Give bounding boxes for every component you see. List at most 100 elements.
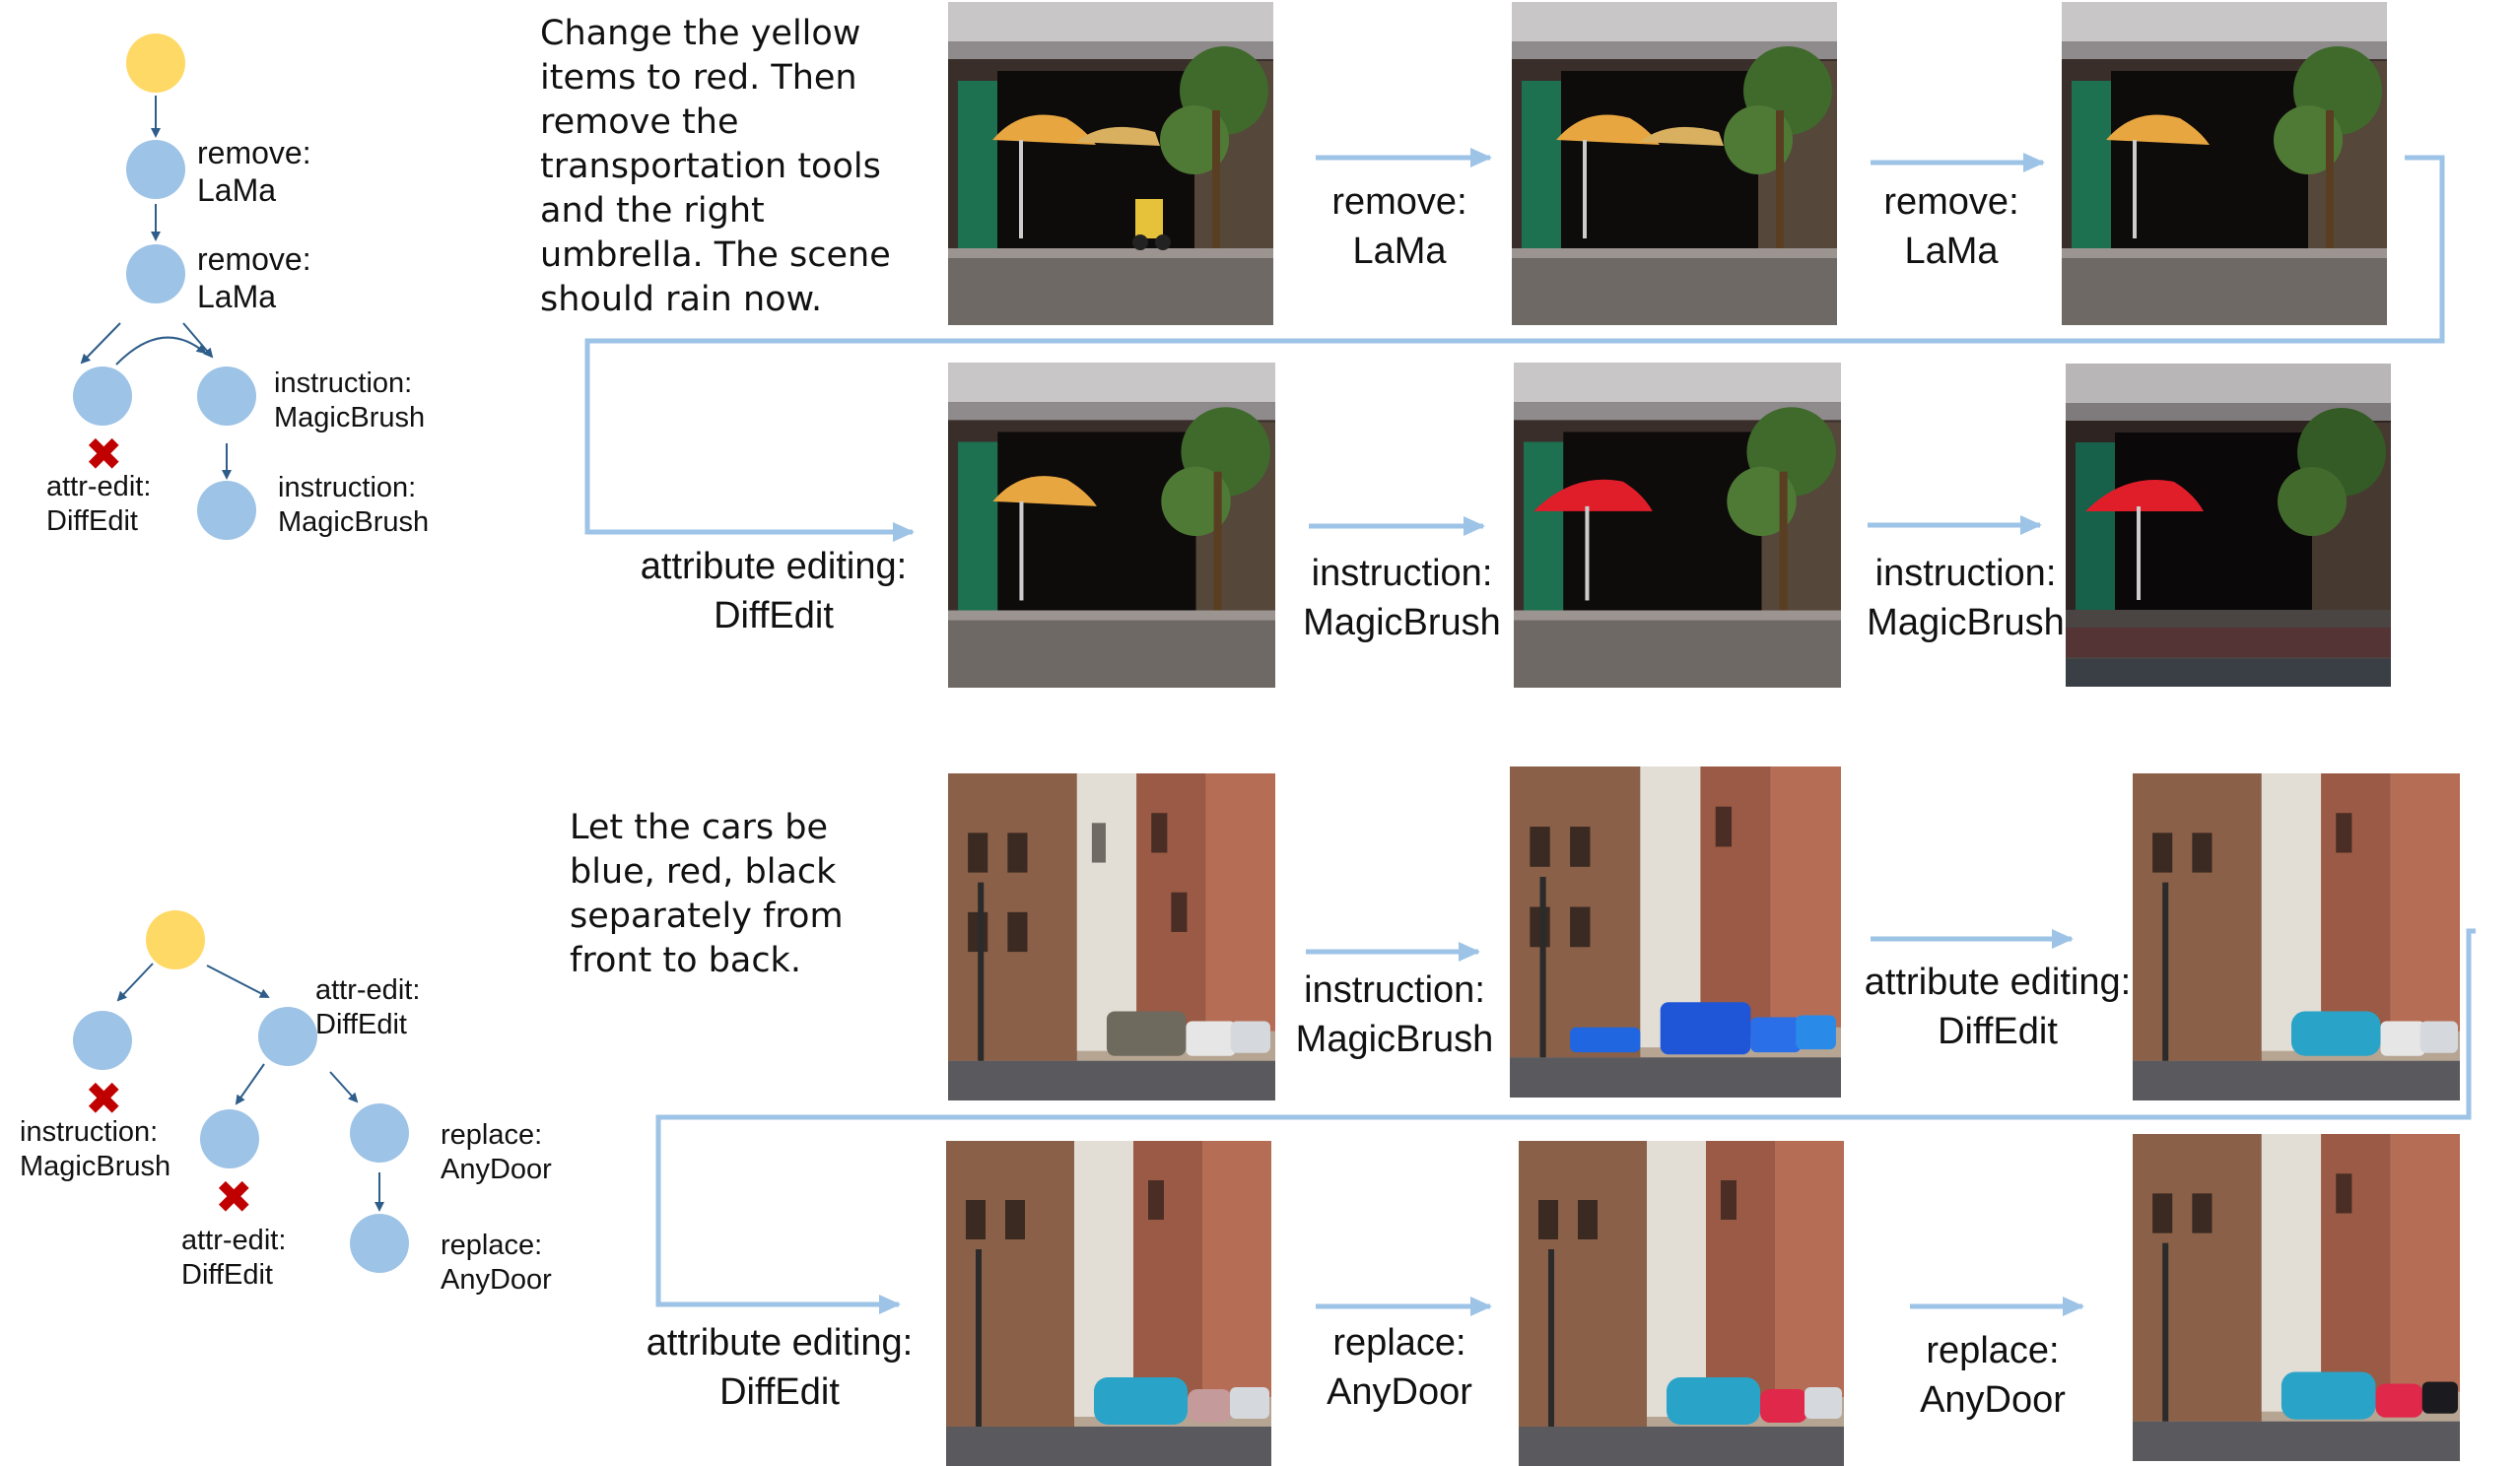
node-label-method: LaMa: [197, 279, 277, 315]
prompt-line: and the right: [540, 191, 765, 231]
tree-node: [258, 1007, 317, 1066]
node-label-method: MagicBrush: [274, 401, 426, 433]
step-label-method: DiffEdit: [714, 595, 834, 636]
ex2-step4-label: replace:AnyDoor: [1281, 1318, 1518, 1417]
tree-edge: [329, 1071, 359, 1103]
prompt-line: umbrella. The scene: [540, 235, 891, 275]
ex2-step1-label: instruction: MagicBrush: [1271, 966, 1518, 1064]
street-photo-graphic: [1512, 2, 1837, 325]
tree-edge: [182, 322, 214, 359]
ex1-image-step3: [948, 363, 1275, 688]
ex2-node1-label: attr-edit:DiffEdit: [315, 973, 420, 1042]
ex2-image-step3: [944, 1141, 1273, 1466]
ex2-image-step4: [1518, 1141, 1845, 1466]
ex2-image-step1: [1510, 766, 1841, 1098]
step-label-method: LaMa: [1904, 231, 1999, 272]
tree-node-failed: [73, 366, 132, 426]
fail-icon: ✖: [215, 1171, 253, 1223]
ex1-image-step5: [2066, 363, 2391, 688]
step-label-method: MagicBrush: [1303, 602, 1501, 643]
node-label-method: DiffEdit: [181, 1258, 273, 1291]
example2-tree: [73, 910, 409, 1273]
street-cars-photo-graphic: [1510, 766, 1841, 1098]
ex1-failed-node-label: attr-edit:DiffEdit: [46, 470, 151, 539]
ex1-prompt: Change the yellow items to red. Then rem…: [540, 12, 891, 322]
prompt-line: Change the yellow: [540, 14, 861, 53]
prompt-line: blue, red, black: [570, 852, 837, 892]
node-label-op: attr-edit:: [46, 471, 152, 502]
ex2-failed-mid-label: attr-edit:DiffEdit: [181, 1224, 286, 1293]
ex1-image-step1: [1510, 2, 1839, 325]
ex2-image-step2: [2133, 773, 2460, 1100]
step-label-method: DiffEdit: [719, 1371, 840, 1413]
tree-edge-curved: [115, 336, 207, 366]
step-label-op: replace:: [1926, 1330, 2060, 1371]
tree-node: [350, 1214, 409, 1273]
prompt-line: remove the: [540, 102, 739, 142]
node-label-op: instruction:: [274, 367, 413, 399]
street-cars-photo-graphic: [946, 1141, 1271, 1466]
tree-edge: [80, 322, 121, 365]
ex2-step5-label: replace: AnyDoor: [1874, 1326, 2111, 1425]
street-cars-photo-graphic: [2133, 773, 2460, 1100]
prompt-line: should rain now.: [540, 280, 823, 319]
node-label-method: DiffEdit: [315, 1008, 407, 1040]
ex1-node2-label: remove:LaMa: [197, 240, 311, 316]
example2-flow: [655, 928, 2476, 1316]
step-label-op: attribute editing:: [1864, 962, 2132, 1003]
flow-connector: [655, 928, 2476, 1314]
ex1-step3-label: attribute editing: DiffEdit: [611, 542, 936, 640]
node-label-method: MagicBrush: [278, 505, 430, 538]
prompt-line: transportation tools: [540, 147, 881, 186]
node-label-op: instruction:: [278, 472, 417, 503]
tree-edge: [235, 1063, 265, 1105]
step-label-method: MagicBrush: [1295, 1019, 1494, 1060]
step-label-op: instruction:: [1304, 969, 1485, 1011]
root-node: [126, 33, 185, 93]
street-photo-graphic: [1514, 363, 1841, 688]
ex1-node1-label: remove:LaMa: [197, 134, 311, 210]
node-label-op: replace:: [441, 1119, 543, 1151]
tree-node: [197, 366, 256, 426]
step-label-op: attribute editing:: [640, 546, 908, 587]
fail-icon: ✖: [85, 1073, 123, 1124]
ex1-step2-label: remove: LaMa: [1833, 177, 2070, 276]
tree-node-failed: [73, 1011, 132, 1070]
node-label-method: LaMa: [197, 172, 277, 209]
step-label-method: DiffEdit: [1938, 1011, 2058, 1052]
street-cars-photo-graphic: [2133, 1134, 2460, 1461]
step-label-op: remove:: [1883, 181, 2019, 223]
ex2-step2-label: attribute editing: DiffEdit: [1835, 958, 2160, 1056]
ex1-image-step4: [1514, 363, 1841, 688]
node-label-method: AnyDoor: [441, 1153, 552, 1185]
street-photo-graphic: [2062, 2, 2387, 325]
prompt-line: Let the cars be: [570, 808, 829, 847]
tree-edge: [206, 965, 270, 998]
ex1-image-step2: [2062, 2, 2387, 325]
node-label-method: DiffEdit: [46, 504, 138, 537]
ex2-node3-label: replace:AnyDoor: [441, 1229, 552, 1298]
ex1-step1-label: remove:LaMa: [1281, 177, 1518, 276]
step-label-op: instruction:: [1874, 553, 2057, 594]
node-label-method: AnyDoor: [441, 1263, 552, 1296]
tree-node: [126, 244, 185, 303]
ex1-step5-label: instruction:MagicBrush: [1845, 549, 2086, 647]
street-cars-photo-graphic: [948, 773, 1275, 1100]
node-label-op: remove:: [197, 241, 311, 277]
step-label-method: AnyDoor: [1327, 1371, 1472, 1413]
ex1-node4-label: instruction:MagicBrush: [278, 471, 429, 540]
step-label-method: LaMa: [1352, 231, 1447, 272]
ex2-step3-label: attribute editing:DiffEdit: [617, 1318, 942, 1417]
prompt-line: separately from: [570, 897, 844, 936]
ex2-image-input: [948, 773, 1275, 1100]
street-photo-graphic: [2066, 364, 2391, 687]
ex1-node3-label: instruction:MagicBrush: [274, 366, 425, 435]
step-label-method: AnyDoor: [1920, 1379, 2066, 1421]
node-label-op: replace:: [441, 1230, 543, 1261]
flow-connector: [584, 155, 2445, 542]
node-label-op: attr-edit:: [181, 1225, 287, 1256]
ex1-image-input: [948, 2, 1273, 325]
tree-node: [197, 481, 256, 540]
